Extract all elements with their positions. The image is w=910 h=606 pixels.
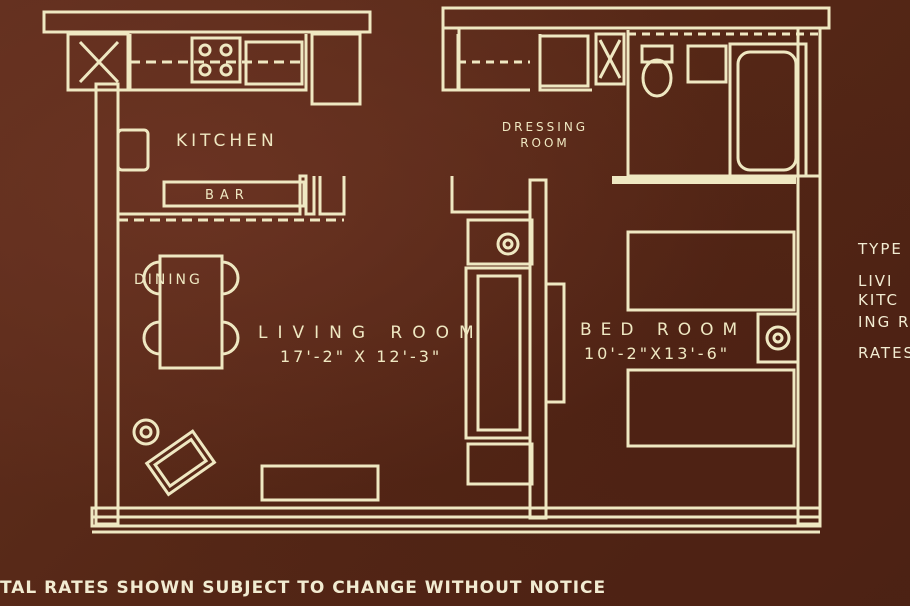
dining-table — [158, 254, 224, 370]
central-cabinet-low — [466, 442, 534, 486]
top-wall-left — [42, 10, 372, 34]
side-type-label: TYPE — [858, 240, 903, 258]
side-living-label: LIVI — [858, 272, 894, 290]
toilet — [641, 58, 673, 98]
dressing-room-label-line2: ROOM — [520, 136, 570, 150]
shaft-left — [66, 32, 130, 92]
coffee-table — [260, 464, 380, 502]
closet-unit — [466, 218, 534, 266]
refrigerator — [310, 32, 362, 106]
bathtub — [736, 50, 798, 172]
top-wall-right — [441, 6, 831, 30]
footer-notice: TAL RATES SHOWN SUBJECT TO CHANGE WITHOU… — [0, 578, 607, 598]
left-wall — [94, 82, 120, 526]
dressing-room-label: DRESSING ROOM — [497, 119, 593, 151]
bar-counter — [162, 180, 306, 208]
dressing-shaft — [594, 32, 626, 86]
lavatory — [686, 44, 728, 84]
bar-label: BAR — [205, 188, 250, 203]
living-room-label: LIVING ROOM — [258, 323, 484, 343]
central-wall-upper — [441, 26, 461, 92]
side-kitchen-label: KITC — [858, 291, 900, 309]
living-room-dimensions: 17'-2" X 12'-3" — [280, 347, 443, 366]
nightstand — [756, 312, 800, 364]
dressing-room-label-line1: DRESSING — [501, 120, 589, 134]
bath-wall — [626, 30, 820, 178]
sink — [244, 40, 304, 86]
bed-room-label: BED ROOM — [580, 320, 747, 340]
bed-room-dimensions: 10'-2"X13'-6" — [584, 344, 731, 363]
bed-upper — [626, 230, 796, 312]
bed-lower — [626, 368, 796, 448]
dresser — [544, 282, 566, 404]
lounge-chair — [144, 429, 217, 497]
right-wall — [796, 26, 822, 526]
dressing-cabinet — [538, 34, 590, 88]
side-dining-label: ING R — [858, 313, 910, 331]
dining-label: DINING — [134, 272, 203, 288]
side-rates-label: RATES — [858, 344, 910, 362]
kitchen-side-counter — [116, 128, 150, 172]
wardrobe — [464, 266, 532, 440]
stove — [190, 36, 242, 84]
kitchen-label: KITCHEN — [176, 131, 278, 151]
